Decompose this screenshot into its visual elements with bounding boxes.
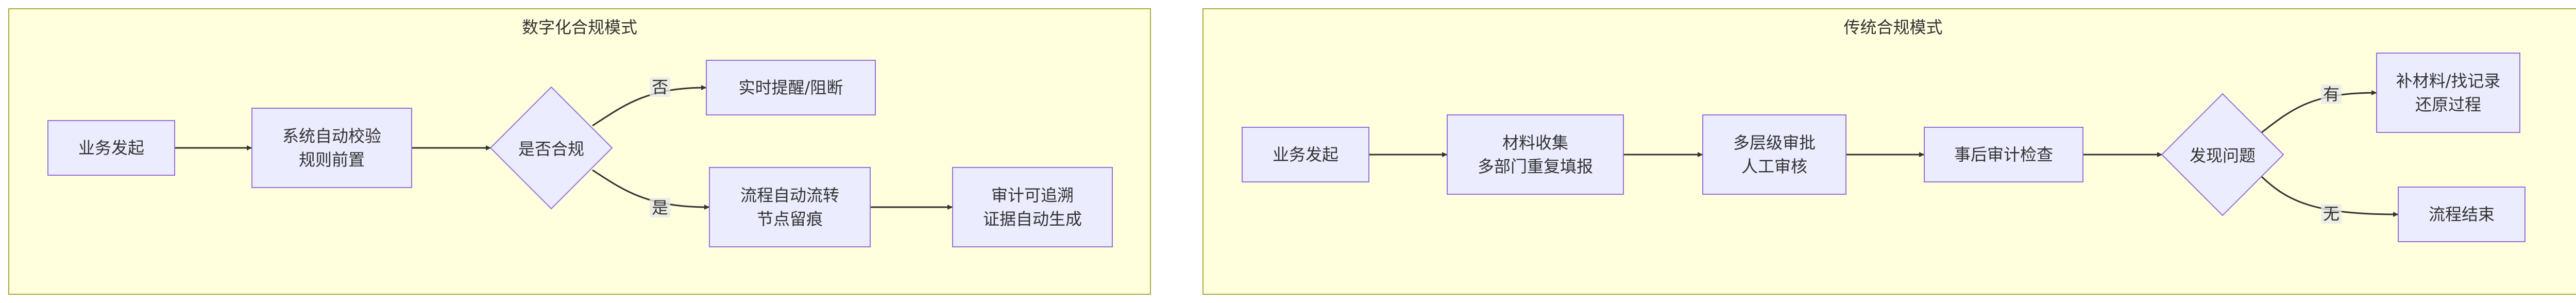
digital-check-label-1: 系统自动校验 xyxy=(282,126,381,146)
traditional-edge-label-no: 无 xyxy=(2321,204,2342,224)
traditional-post-audit-node: 事后审计检查 xyxy=(1924,127,2083,182)
traditional-decision-label: 发现问题 xyxy=(2189,146,2256,165)
traditional-start-node: 业务发起 xyxy=(1242,127,1369,182)
traditional-collect-label-2: 多部门重复填报 xyxy=(1477,157,1593,176)
digital-flow-node: 流程自动流转 节点留痕 xyxy=(709,167,871,247)
digital-start-node: 业务发起 xyxy=(47,120,175,176)
digital-audit-node: 审计可追溯 证据自动生成 xyxy=(952,167,1113,247)
traditional-edge-label-yes: 有 xyxy=(2321,85,2342,104)
digital-audit-label-2: 证据自动生成 xyxy=(982,209,1082,229)
traditional-end-label: 流程结束 xyxy=(2428,205,2495,224)
edge-decision-to-alert xyxy=(592,85,706,127)
traditional-decision-diamond xyxy=(2161,93,2284,216)
traditional-approve-label-2: 人工审核 xyxy=(1741,157,1807,176)
edge-t-decision-to-fix xyxy=(2261,90,2377,133)
traditional-compliance-cluster: 传统合规模式 xyxy=(1202,8,2576,295)
digital-alert-node: 实时提醒/阻断 xyxy=(706,60,876,115)
traditional-end-node: 流程结束 xyxy=(2398,187,2526,242)
digital-decision-diamond xyxy=(489,86,613,210)
traditional-collect-node: 材料收集 多部门重复填报 xyxy=(1447,114,1624,195)
traditional-cluster-title: 传统合规模式 xyxy=(1843,18,1943,37)
digital-edge-label-yes: 是 xyxy=(650,198,671,217)
traditional-start-label: 业务发起 xyxy=(1272,145,1338,164)
digital-audit-label-1: 审计可追溯 xyxy=(991,186,1074,205)
traditional-approve-node: 多层级审批 人工审核 xyxy=(1702,114,1846,195)
traditional-approve-label-1: 多层级审批 xyxy=(1733,133,1816,153)
traditional-fix-label-2: 还原过程 xyxy=(2415,95,2481,114)
traditional-collect-label-1: 材料收集 xyxy=(1502,133,1568,153)
digital-flow-label-2: 节点留痕 xyxy=(756,209,823,229)
digital-flow-label-1: 流程自动流转 xyxy=(740,186,839,205)
edge-t-decision-to-end xyxy=(2261,176,2398,217)
digital-cluster-title: 数字化合规模式 xyxy=(521,18,637,37)
traditional-fix-label-1: 补材料/找记录 xyxy=(2396,71,2501,91)
digital-alert-label: 实时提醒/阻断 xyxy=(738,78,843,97)
digital-decision-label: 是否合规 xyxy=(518,139,584,159)
digital-edge-label-no: 否 xyxy=(650,77,671,97)
traditional-post-audit-label: 事后审计检查 xyxy=(1954,145,2053,164)
traditional-fix-node: 补材料/找记录 还原过程 xyxy=(2376,53,2520,133)
digital-start-label: 业务发起 xyxy=(78,138,144,158)
digital-check-label-2: 规则前置 xyxy=(298,150,365,170)
digital-check-node: 系统自动校验 规则前置 xyxy=(251,108,412,188)
edge-decision-to-flow xyxy=(592,169,709,210)
